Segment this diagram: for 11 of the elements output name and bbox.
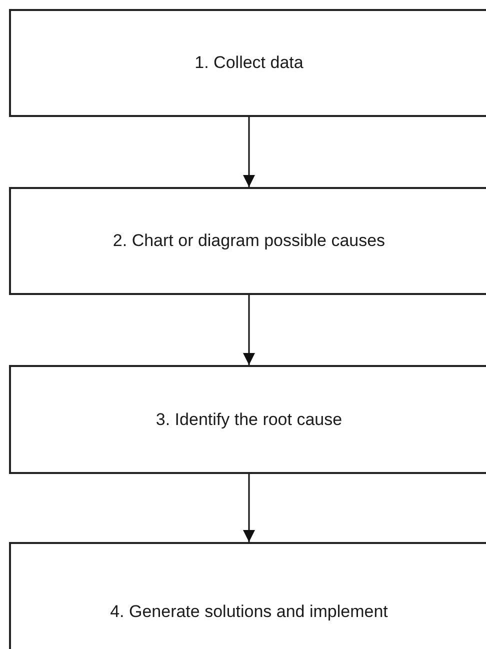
process-box — [9, 187, 486, 295]
process-box — [9, 542, 486, 649]
process-box — [9, 9, 486, 117]
process-box — [9, 365, 486, 474]
arrow — [243, 117, 255, 187]
step-text: 3. Identify the root cause — [156, 410, 342, 430]
step-text: 4. Generate solutions and implement — [110, 602, 388, 622]
step-text: 1. Collect data — [194, 53, 304, 73]
arrow — [243, 474, 255, 542]
step-text: 2. Chart or diagram possible causes — [112, 231, 386, 251]
arrow — [243, 295, 255, 365]
